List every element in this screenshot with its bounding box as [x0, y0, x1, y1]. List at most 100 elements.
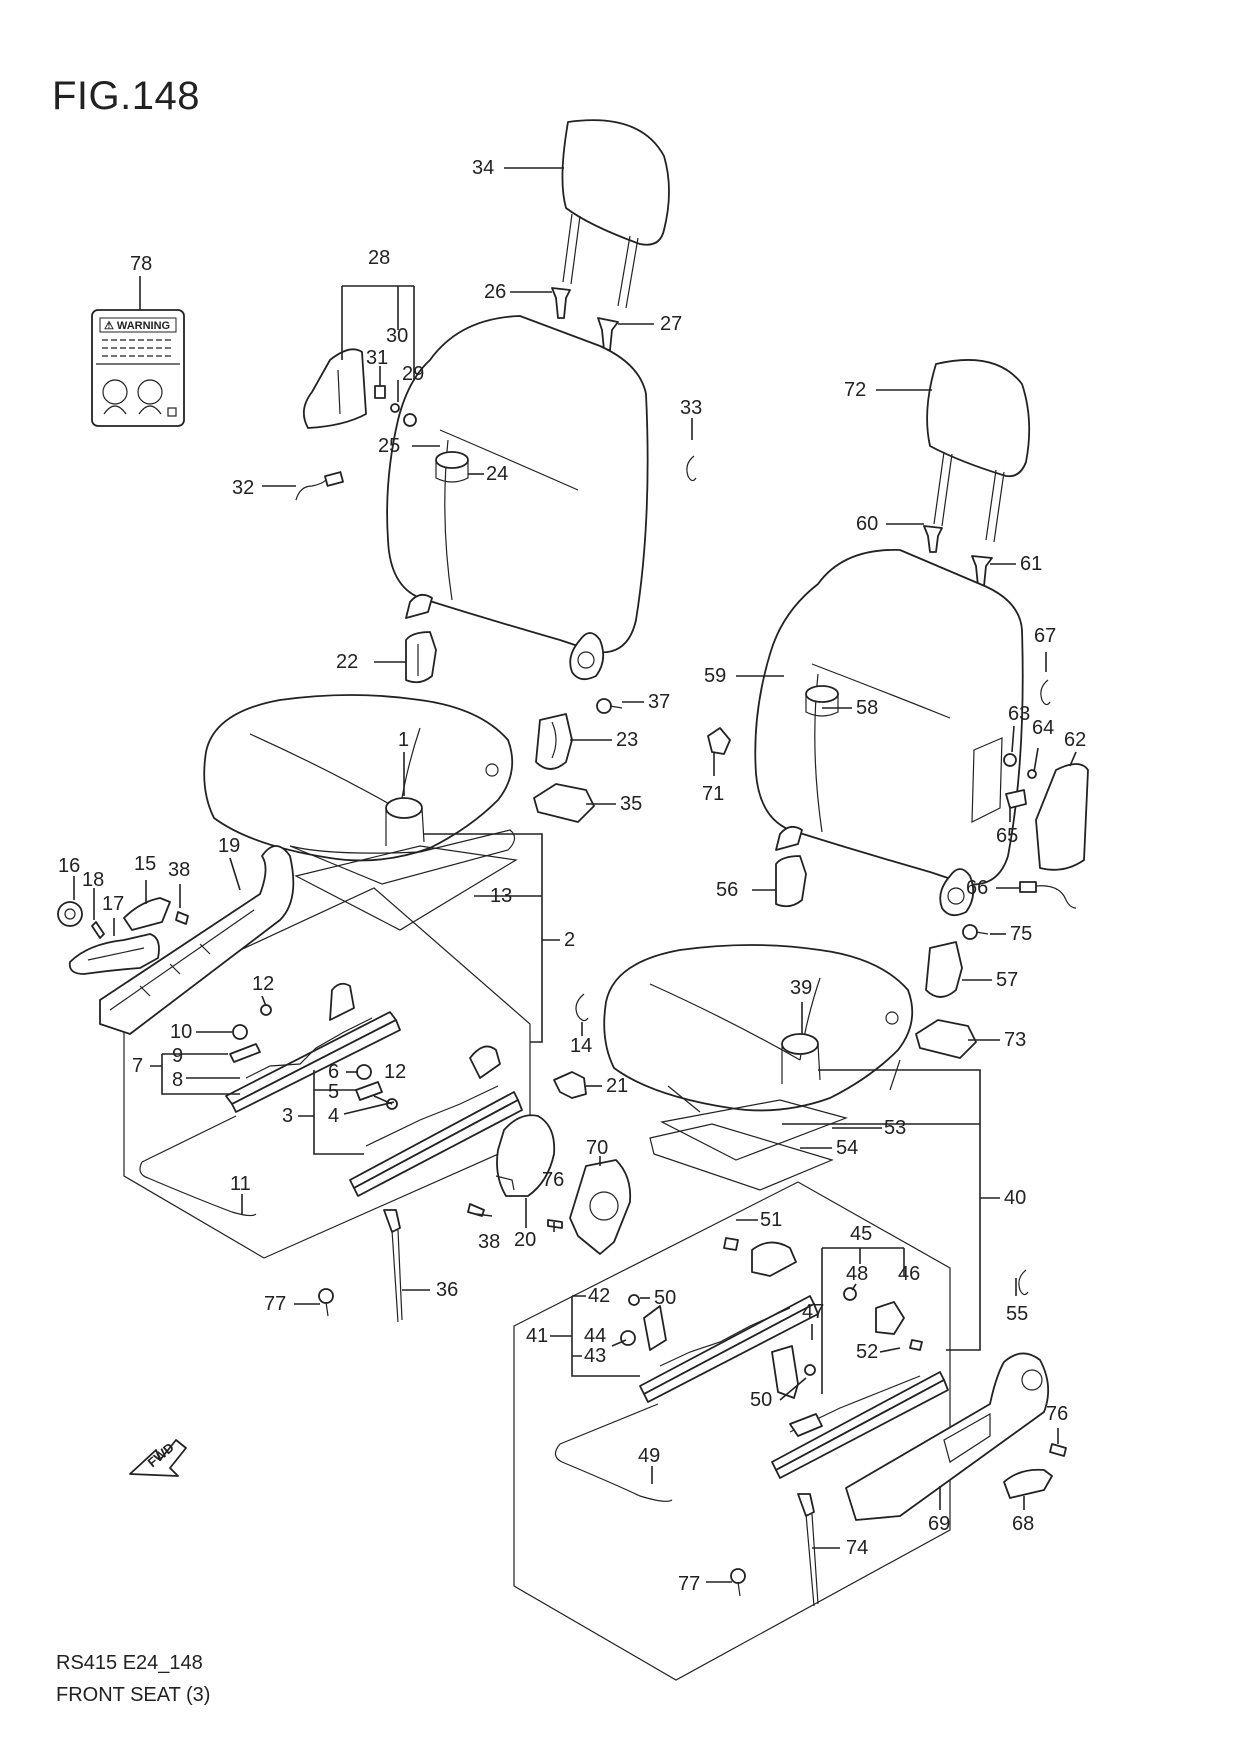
- callout-74: 74: [846, 1537, 868, 1559]
- screw-76-b: [1049, 1443, 1067, 1457]
- callout-57: 57: [996, 969, 1018, 991]
- seat-rail-left-upper: [225, 982, 401, 1113]
- seat-back-right: [754, 549, 1024, 917]
- warning-label-text: ⚠ WARNING: [104, 320, 170, 332]
- cover-20: [495, 1114, 556, 1197]
- callout-77-b: 77: [678, 1573, 700, 1595]
- callout-63: 63: [1008, 703, 1030, 725]
- cable-tie-36: [383, 1209, 403, 1323]
- nut-48: [843, 1287, 857, 1301]
- callout-18: 18: [82, 869, 104, 891]
- screw-38-b: [467, 1203, 485, 1217]
- callout-35: 35: [620, 793, 642, 815]
- nut-10: [232, 1024, 248, 1040]
- cover-68: [1003, 1468, 1053, 1499]
- cover-23: [535, 713, 573, 770]
- headrest-72: [926, 359, 1031, 543]
- callout-21: 21: [606, 1075, 628, 1097]
- wire-49: [554, 1403, 673, 1502]
- bolt-75: [962, 924, 989, 940]
- bolt-50-a: [628, 1294, 640, 1306]
- callout-22: 22: [336, 651, 358, 673]
- bracket-46: [875, 1301, 905, 1335]
- recliner-cover-69: [845, 1352, 1050, 1521]
- callout-16: 16: [58, 855, 80, 877]
- callout-3: 3: [282, 1105, 293, 1127]
- callout-61: 61: [1020, 553, 1042, 575]
- callout-50-a: 50: [654, 1287, 676, 1309]
- callout-32: 32: [232, 477, 254, 499]
- callout-53: 53: [884, 1117, 906, 1139]
- callout-45: 45: [850, 1223, 872, 1245]
- clip-65: [1005, 789, 1027, 809]
- callout-76-a: 76: [542, 1169, 564, 1191]
- callout-labels: 1 2 3 4 5 6 7 8 9 10 11 12 12 13 14 15 1…: [58, 157, 1086, 1595]
- pad-53: [660, 1099, 848, 1161]
- seat-cushion-right: [603, 944, 914, 1113]
- callout-43: 43: [584, 1345, 606, 1367]
- callout-9: 9: [172, 1045, 183, 1067]
- callout-47: 47: [802, 1301, 824, 1323]
- callout-37: 37: [648, 691, 670, 713]
- bracket-42: [643, 1305, 667, 1351]
- callout-51: 51: [760, 1209, 782, 1231]
- cover-73: [915, 1019, 977, 1059]
- callout-52: 52: [856, 1341, 878, 1363]
- callout-17: 17: [102, 893, 124, 915]
- cover-57: [925, 941, 963, 998]
- nut-44: [620, 1330, 636, 1346]
- clip-21: [553, 1071, 587, 1099]
- callout-12-b: 12: [384, 1061, 406, 1083]
- callout-49: 49: [638, 1445, 660, 1467]
- callout-78: 78: [130, 253, 152, 275]
- screw-18: [91, 921, 105, 939]
- bracket-5: [355, 1081, 383, 1101]
- warning-label-part: ⚠ WARNING: [91, 309, 185, 427]
- nut-63: [1003, 753, 1017, 767]
- callout-1: 1: [398, 729, 409, 751]
- callout-27: 27: [660, 313, 682, 335]
- callout-50-b: 50: [750, 1389, 772, 1411]
- clip-33: [686, 455, 697, 482]
- callout-66: 66: [966, 877, 988, 899]
- cover-56: [775, 855, 807, 908]
- clip-71: [707, 727, 731, 755]
- callout-38-b: 38: [478, 1231, 500, 1253]
- bolt-37: [596, 698, 623, 714]
- bolt-77-a: [318, 1288, 334, 1317]
- pad-13: [294, 845, 518, 931]
- seat-back-left: [386, 315, 649, 681]
- figure-title: FIG.148: [52, 74, 201, 118]
- callout-41: 41: [526, 1325, 548, 1347]
- callout-34: 34: [472, 157, 494, 179]
- callout-26: 26: [484, 281, 506, 303]
- rail-assembly-frame-right: [513, 1181, 951, 1681]
- callout-60: 60: [856, 513, 878, 535]
- recliner-cover-19: [99, 845, 295, 1035]
- bracket-47: [771, 1345, 799, 1399]
- callout-58: 58: [856, 697, 878, 719]
- callout-8: 8: [172, 1069, 183, 1091]
- nut-6: [356, 1064, 372, 1080]
- callout-62: 62: [1064, 729, 1086, 751]
- cover-15: [123, 897, 171, 931]
- callout-24: 24: [486, 463, 508, 485]
- forward-direction-arrow: FWD: [129, 1439, 187, 1477]
- cover-35: [533, 783, 595, 823]
- callout-68: 68: [1012, 1513, 1034, 1535]
- clip-67: [1040, 679, 1051, 706]
- clip-55: [1018, 1269, 1029, 1296]
- bracket-9: [229, 1043, 261, 1063]
- callout-64: 64: [1032, 717, 1054, 739]
- callout-2: 2: [564, 929, 575, 951]
- section-name: FRONT SEAT (3): [56, 1684, 211, 1706]
- callout-54: 54: [836, 1137, 858, 1159]
- clip-14: [575, 993, 589, 1022]
- callout-11: 11: [230, 1173, 251, 1195]
- callout-5: 5: [328, 1081, 339, 1103]
- headrest-guide-60: [923, 525, 943, 553]
- cover-62: [1035, 763, 1089, 871]
- callout-71: 71: [702, 783, 724, 805]
- screw-76-a: [547, 1219, 563, 1229]
